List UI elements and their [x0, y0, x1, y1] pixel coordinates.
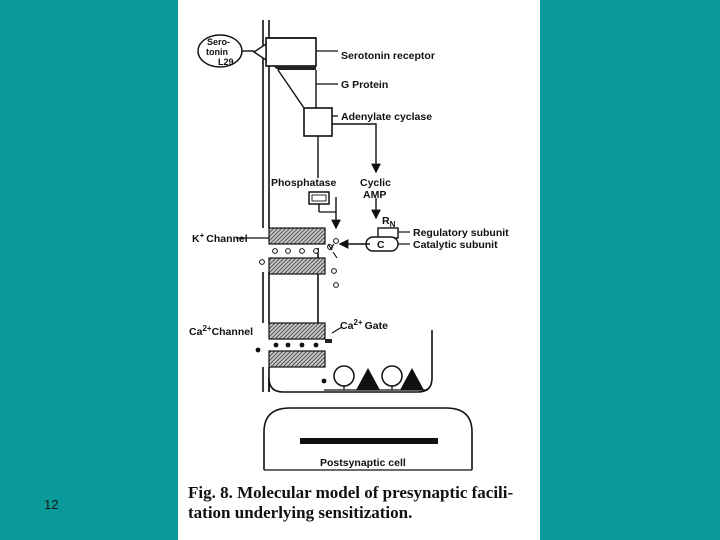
postsynaptic-cell-label: Postsynaptic cell: [320, 457, 406, 469]
k-ions: [259, 238, 339, 288]
rn-r: R: [382, 215, 390, 227]
synaptic-vesicles: [324, 365, 428, 391]
k-channel: [236, 227, 326, 275]
ca-channel-label: Ca2+Channel: [189, 324, 253, 338]
g-protein-label: G Protein: [341, 79, 388, 91]
amp-label: AMP: [363, 189, 386, 201]
ca-gate-sup: 2+: [353, 318, 362, 327]
serotonin-receptor-label: Serotonin receptor: [341, 50, 435, 62]
postsynaptic-cell: [263, 407, 473, 471]
ca-channel-ca: Ca: [189, 326, 203, 338]
ca-channel-sup: 2+: [202, 324, 211, 333]
figure-panel: Sero- tonin L29: [178, 0, 540, 540]
phosphorylation-marks: [327, 243, 338, 259]
adenylate-cyclase-label: Adenylate cyclase: [341, 111, 432, 123]
serotonin-label-3: L29: [218, 57, 234, 67]
rn-n: N: [390, 220, 396, 229]
ca-channel-text: Channel: [212, 326, 254, 338]
presynaptic-facilitation-diagram: Sero- tonin L29: [188, 20, 513, 522]
ca-gate-text: Gate: [365, 320, 389, 332]
catalytic-subunit-label: Catalytic subunit: [413, 239, 498, 251]
k-channel-plus: +: [200, 231, 205, 240]
g-protein: [273, 66, 338, 109]
ca-ions: [255, 342, 327, 384]
serotonin-receptor: [252, 37, 338, 67]
ca-gate-ca: Ca: [340, 320, 354, 332]
catalytic-c-label: C: [377, 239, 385, 251]
cyclic-label: Cyclic: [360, 177, 391, 189]
k-channel-k: K: [192, 233, 200, 245]
caption-line-1: Fig. 8. Molecular model of presynaptic f…: [188, 483, 513, 502]
serotonin-cell: Sero- tonin L29: [197, 34, 254, 68]
ca-gate-label: Ca2+Gate: [340, 318, 388, 332]
k-channel-label: K+Channel: [192, 231, 248, 245]
k-channel-text: Channel: [206, 233, 248, 245]
ca-channel: [268, 322, 343, 368]
phosphatase-label: Phosphatase: [271, 177, 337, 189]
serotonin-label-2: tonin: [206, 47, 228, 57]
regulatory-subunit-label: Regulatory subunit: [413, 227, 509, 239]
rn-label: RN: [382, 215, 396, 229]
page-number: 12: [44, 497, 59, 512]
phosphatase: [308, 191, 381, 230]
serotonin-label-1: Sero-: [207, 37, 230, 47]
protein-kinase: [338, 227, 410, 252]
adenylate-cyclase: [303, 107, 381, 178]
caption-line-2: tation underlying sensitization.: [188, 503, 412, 522]
